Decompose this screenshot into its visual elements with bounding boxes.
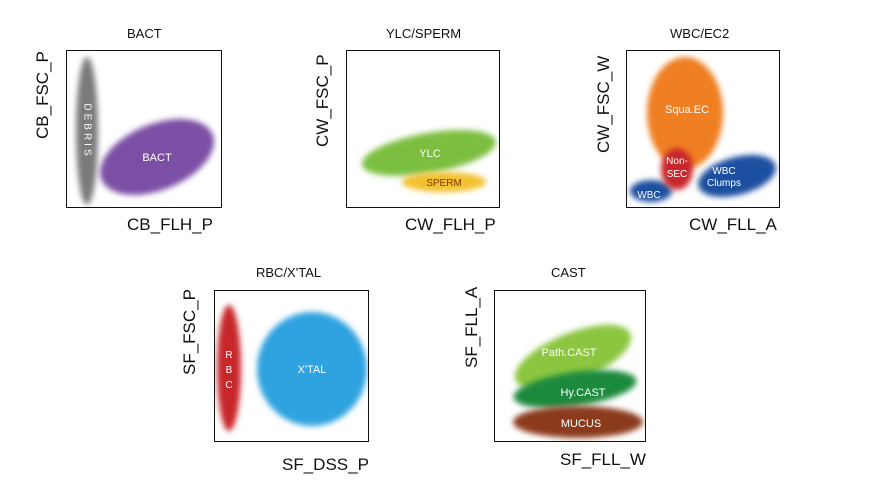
- y-axis-label: SF_FLL_A: [462, 286, 481, 368]
- region-bact: [100, 119, 214, 195]
- region-label-sperm: SPERM: [426, 178, 462, 189]
- region-non-sec: [661, 148, 693, 190]
- region-label-xtal: X'TAL: [298, 364, 327, 376]
- region-label-rbc-c: C: [225, 380, 232, 391]
- plot-title: RBC/X'TAL: [256, 265, 322, 280]
- region-path-cast: [514, 324, 632, 390]
- region-label-rbc-r: R: [225, 350, 232, 361]
- region-label-non-sec: Non-: [666, 156, 688, 167]
- region-label-bact: BACT: [142, 152, 172, 164]
- x-axis-label: CB_FLH_P: [127, 215, 213, 234]
- plot-title: WBC/EC2: [670, 26, 730, 41]
- region-label-squa-ec: Squa.EC: [665, 104, 709, 116]
- region-label-non-sec-2: SEC: [667, 169, 688, 180]
- region-label-hy-cast: Hy.CAST: [560, 387, 605, 399]
- region-label-path-cast: Path.CAST: [541, 347, 596, 359]
- region-ylc: [361, 130, 497, 176]
- x-axis-label: CW_FLL_A: [689, 215, 777, 234]
- region-label-mucus: MUCUS: [561, 418, 601, 430]
- region-label-rbc-b: B: [226, 365, 233, 376]
- region-label-wbc-clumps: WBC: [712, 166, 735, 177]
- plot-area: Path.CAST Hy.CAST MUCUS: [494, 290, 646, 442]
- region-hy-cast: [513, 370, 637, 408]
- region-mucus: [513, 406, 643, 438]
- y-axis-label: CB_FSC_P: [33, 51, 52, 139]
- y-axis-label: SF_FSC_P: [180, 289, 199, 375]
- region-rbc: [217, 305, 241, 431]
- plot-title: BACT: [127, 26, 162, 41]
- plot-area: YLC SPERM: [346, 50, 500, 208]
- plot-area: Squa.EC Non- SEC WBC Clumps WBC: [626, 50, 780, 208]
- region-label-wbc: WBC: [637, 190, 660, 201]
- region-wbc: [630, 180, 672, 202]
- x-axis-label: CW_FLH_P: [405, 215, 496, 234]
- region-squa-ec: [647, 57, 723, 169]
- region-label-ylc: YLC: [419, 148, 440, 160]
- region-label-debris: DEBRIS: [81, 103, 92, 158]
- y-axis-label: CW_FSC_P: [313, 54, 332, 147]
- x-axis-label: SF_FLL_W: [560, 450, 646, 469]
- region-debris: [76, 57, 98, 205]
- plot-title: CAST: [551, 265, 586, 280]
- x-axis-label: SF_DSS_P: [282, 455, 369, 474]
- plot-area: DEBRIS BACT: [66, 50, 222, 208]
- region-wbc-clumps: [698, 154, 776, 198]
- region-sperm: [402, 172, 486, 192]
- plot-area: R B C X'TAL: [214, 290, 369, 442]
- y-axis-label: CW_FSC_W: [594, 55, 613, 153]
- region-xtal: [257, 312, 367, 426]
- region-label-wbc-clumps-2: Clumps: [707, 178, 741, 189]
- plot-title: YLC/SPERM: [386, 26, 462, 41]
